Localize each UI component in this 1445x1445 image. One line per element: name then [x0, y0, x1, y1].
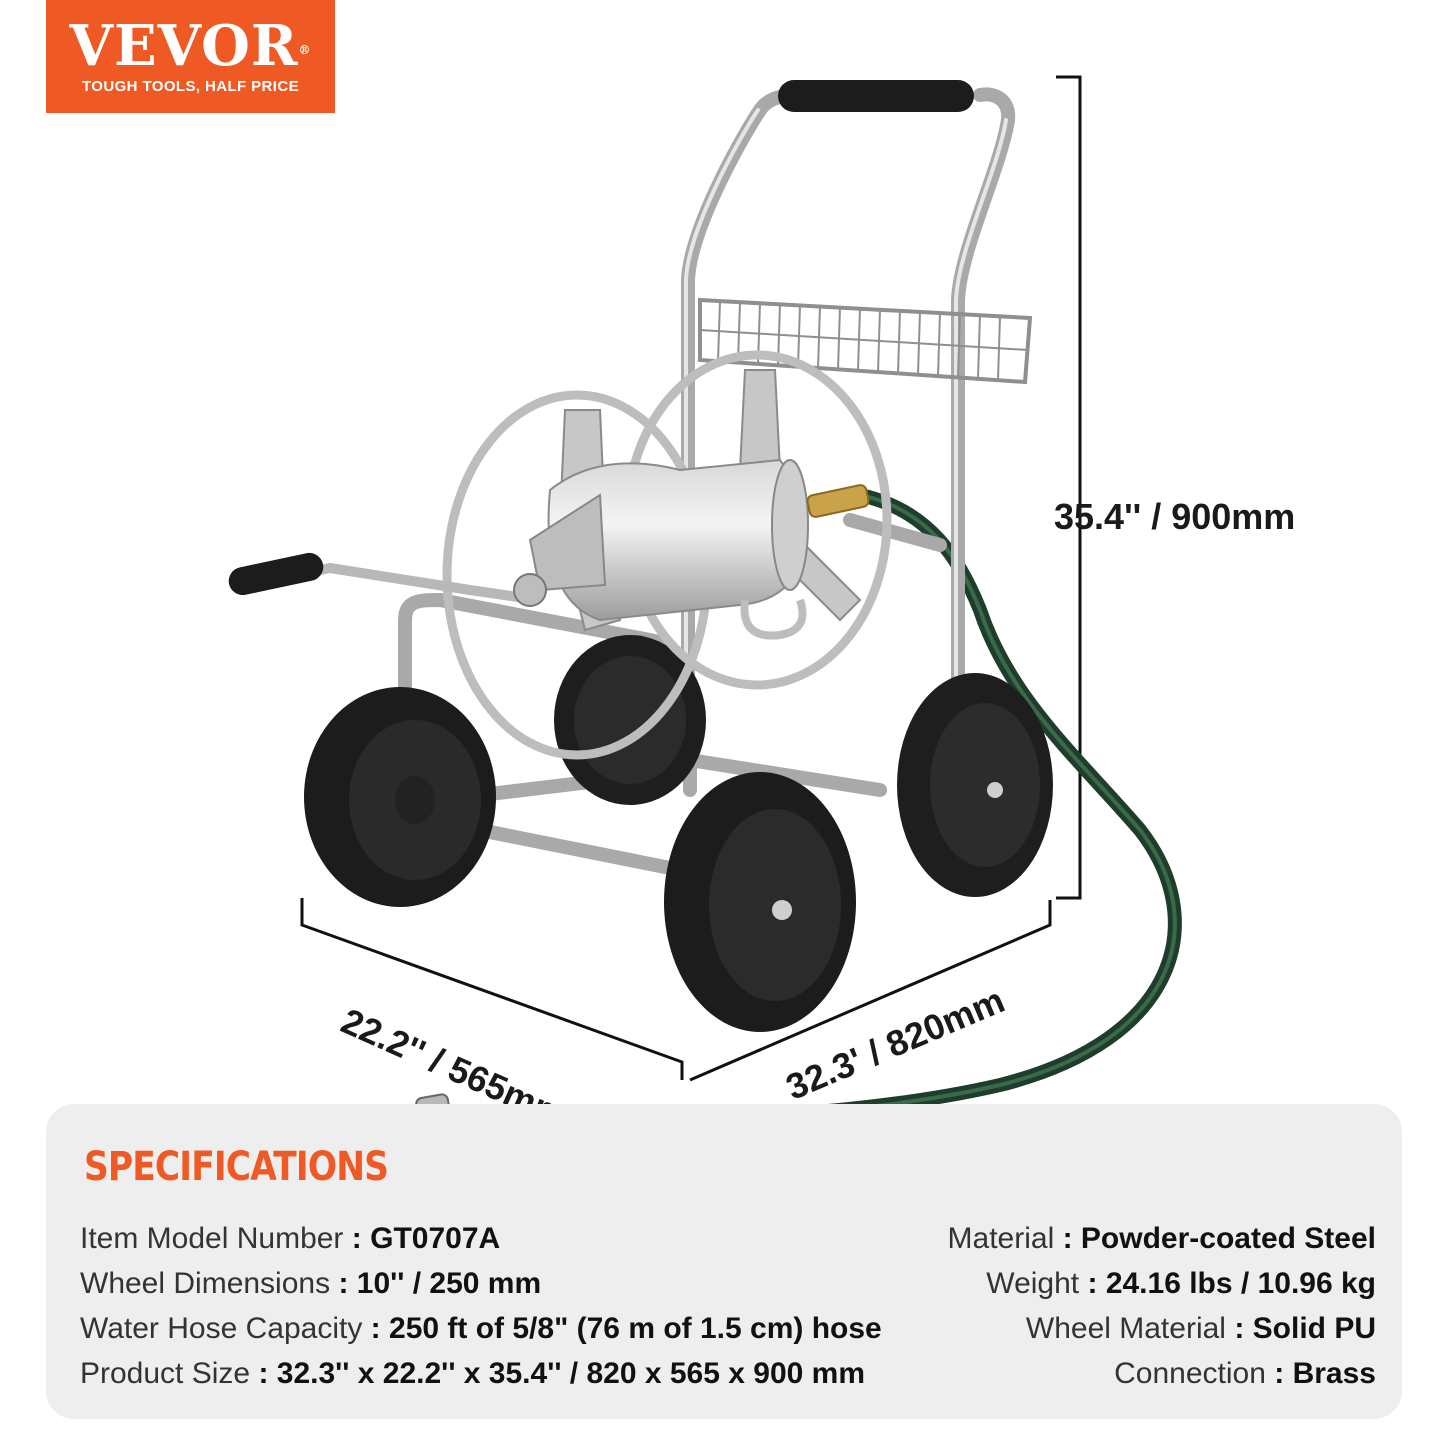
logo-registered-mark: ®	[298, 43, 312, 57]
specs-right-column: Material : Powder-coated Steel Weight : …	[948, 1216, 1376, 1396]
brass-connector	[806, 484, 870, 518]
spec-row-model: Item Model Number : GT0707A	[80, 1222, 501, 1255]
wire-basket	[698, 297, 1033, 385]
logo-tagline: TOUGH TOOLS, HALF PRICE	[82, 78, 299, 95]
spec-row-connection: Connection : Brass	[1114, 1357, 1376, 1390]
logo-brand: VEVOR	[69, 13, 299, 79]
front-right-wheel	[664, 772, 856, 1032]
top-handle-grip	[778, 80, 974, 112]
crank-handle	[228, 552, 547, 607]
vevor-logo: VEVOR® TOUGH TOOLS, HALF PRICE	[46, 0, 335, 113]
spec-row-hose-capacity: Water Hose Capacity : 250 ft of 5/8" (76…	[80, 1312, 882, 1345]
cart-frame-highlight	[684, 108, 1008, 682]
hose-reel-cart-illustration	[228, 75, 1182, 1133]
spec-row-wheel-dimensions: Wheel Dimensions : 10'' / 250 mm	[80, 1267, 542, 1300]
spec-row-material: Material : Powder-coated Steel	[947, 1222, 1376, 1255]
drum-handle	[740, 598, 807, 640]
front-left-wheel	[304, 687, 496, 907]
specs-left-column: Item Model Number : GT0707A Wheel Dimens…	[80, 1216, 882, 1396]
height-dimension-label: 35.4'' / 900mm	[1054, 496, 1296, 537]
reel-drum	[528, 458, 809, 622]
specifications-panel: SPECIFICATIONS Item Model Number : GT070…	[46, 1104, 1402, 1419]
dimension-lines	[300, 75, 1082, 1082]
specifications-title: SPECIFICATIONS	[84, 1144, 389, 1190]
spec-row-weight: Weight : 24.16 lbs / 10.96 kg	[986, 1267, 1376, 1300]
rear-right-wheel	[897, 673, 1053, 897]
spec-row-wheel-material: Wheel Material : Solid PU	[1025, 1312, 1376, 1345]
spec-row-product-size: Product Size : 32.3'' x 22.2'' x 35.4'' …	[80, 1357, 866, 1390]
